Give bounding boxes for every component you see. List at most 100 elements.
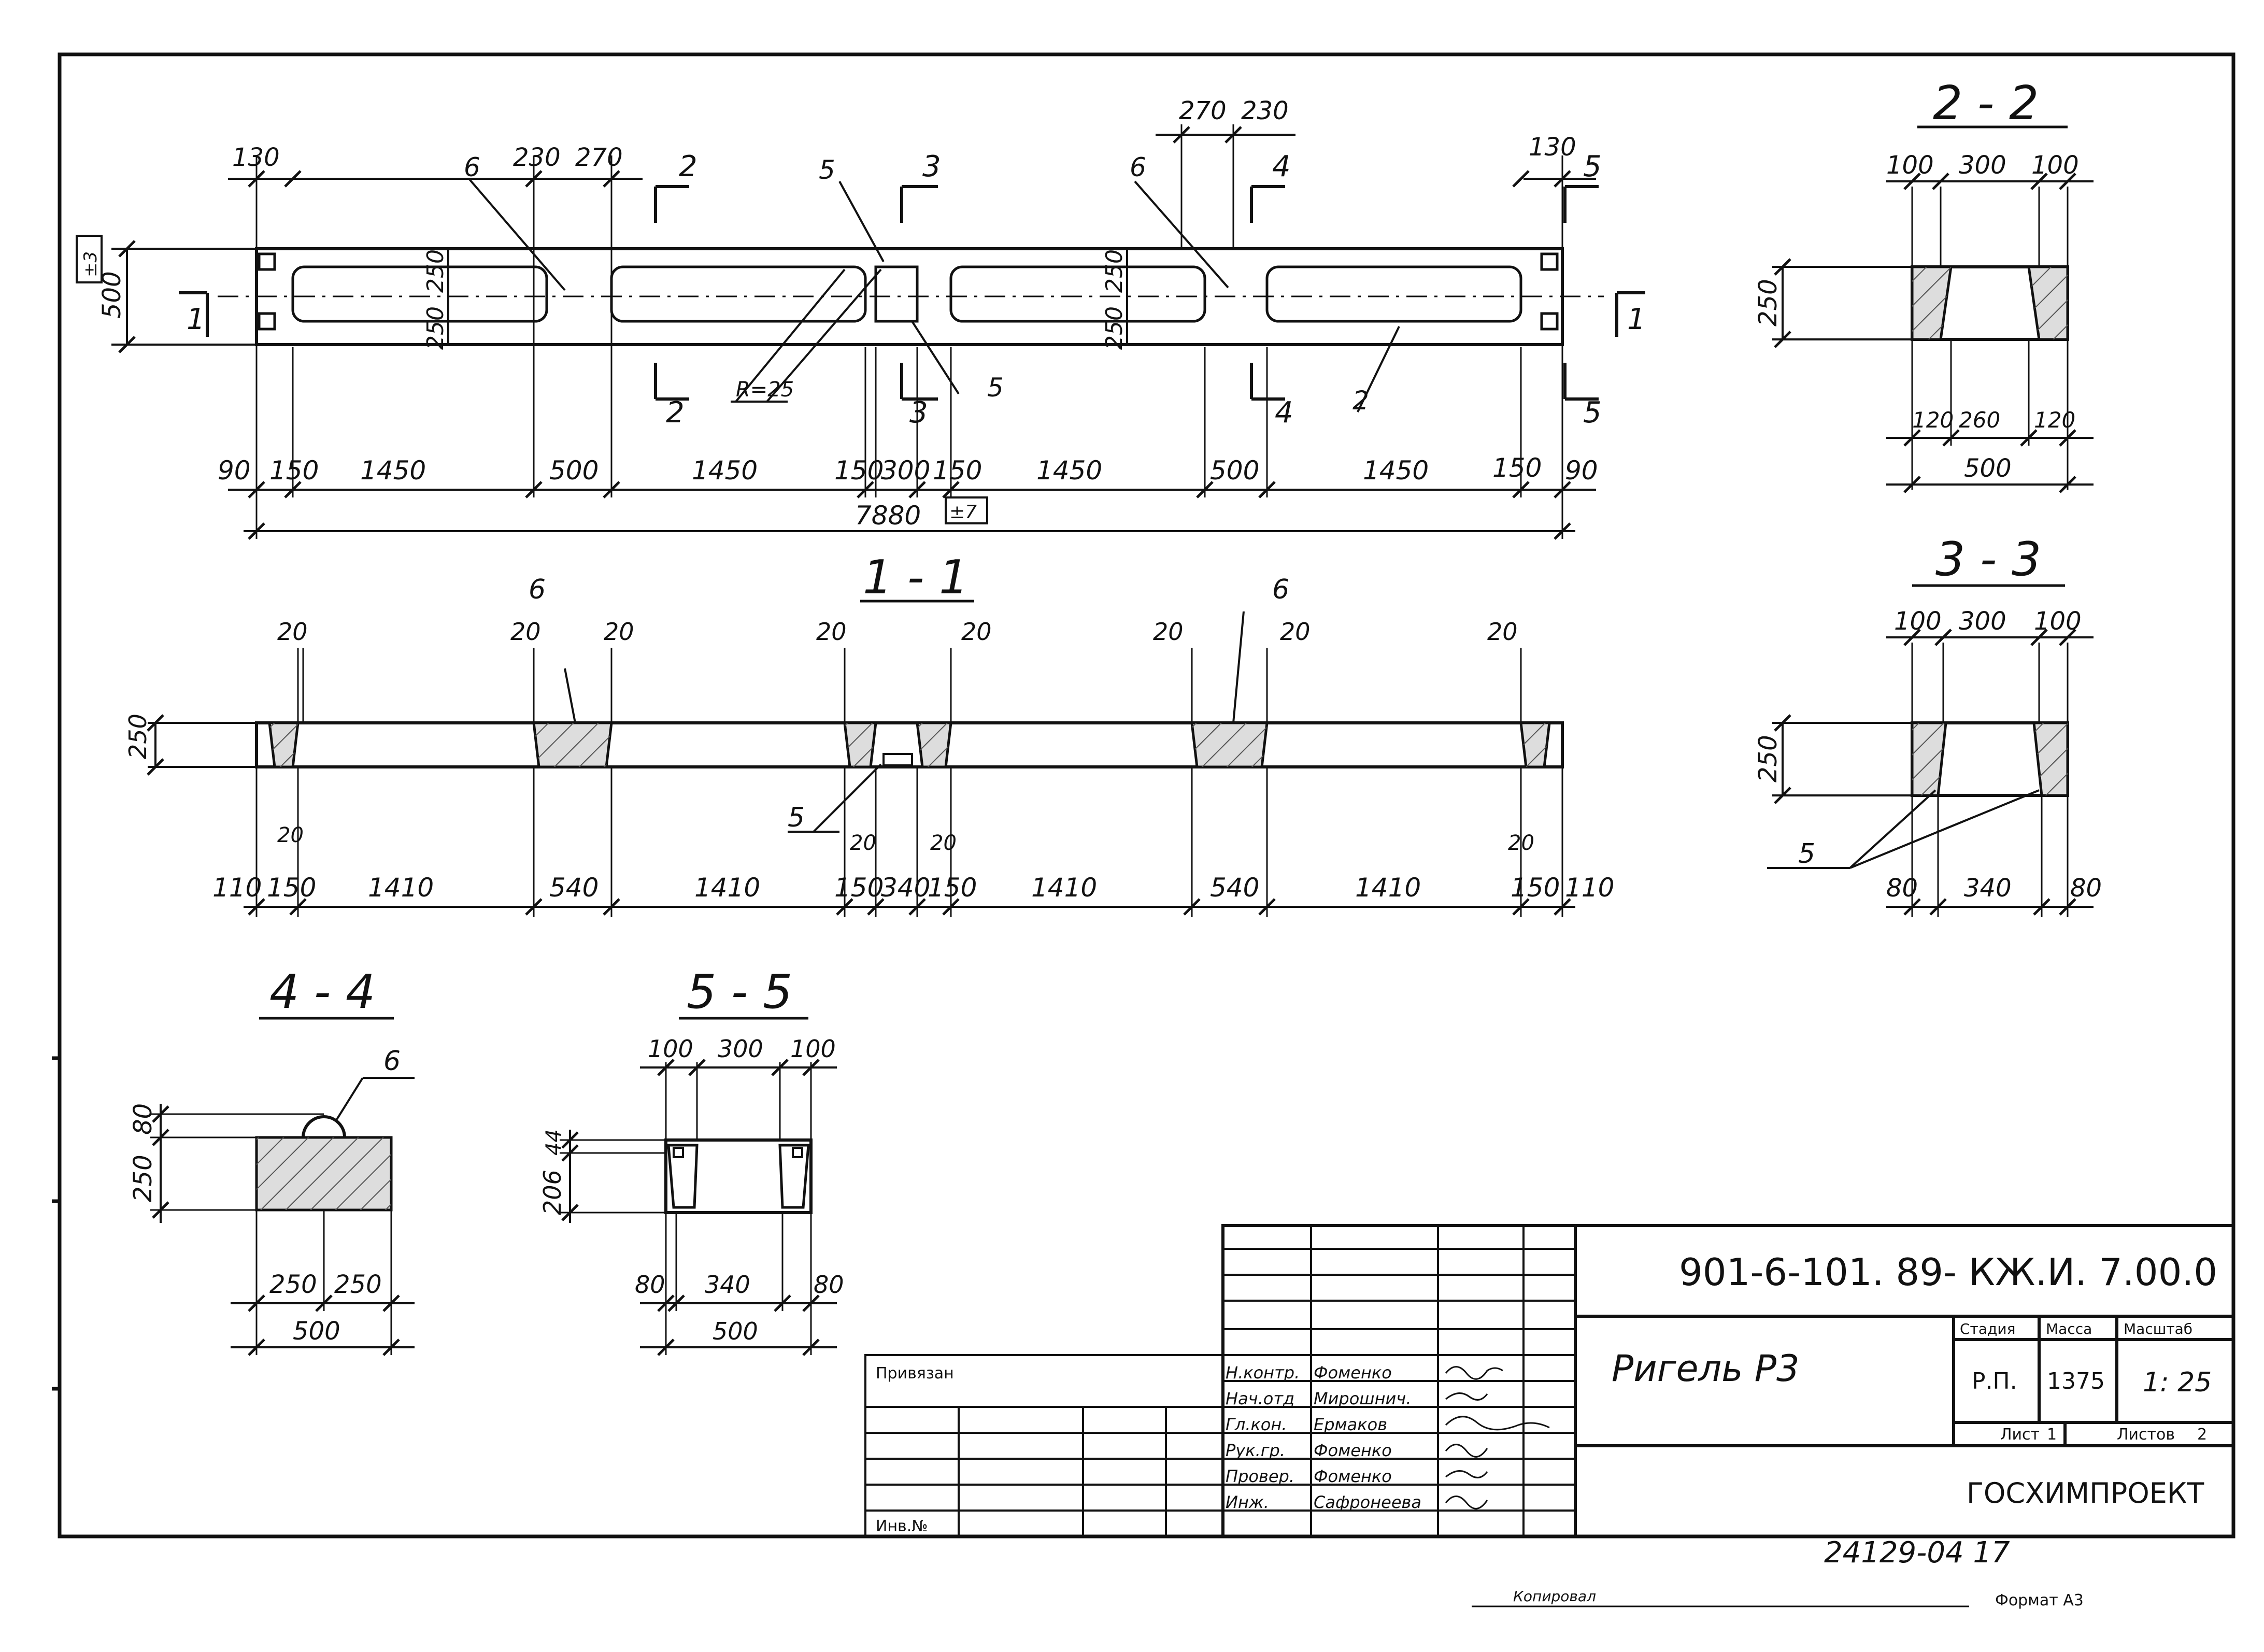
stamp-role-4: Провер. bbox=[1226, 1466, 1294, 1486]
section-2-2: 2 - 2 bbox=[1754, 76, 2094, 493]
stamp-roles: Н.контр. Нач.отд Гл.кон. Рук.гр. Провер.… bbox=[1226, 1363, 1300, 1512]
s11-top-5: 20 bbox=[1153, 618, 1184, 646]
leader-6-right: 6 bbox=[1130, 152, 1146, 182]
s55-h-44: 44 bbox=[542, 1129, 566, 1156]
stamp-names: Фоменко Мирошнич. Ермаков Фоменко Фоменк… bbox=[1314, 1363, 1421, 1512]
cut-1-left: 1 bbox=[187, 303, 205, 336]
leader-5-top: 5 bbox=[819, 155, 835, 185]
inv-no-label: Инв.№ bbox=[876, 1517, 928, 1535]
dim-130-right: 130 bbox=[1529, 133, 1576, 162]
pdim-4: 1450 bbox=[692, 455, 758, 486]
s44-h-250: 250 bbox=[129, 1155, 158, 1202]
stamp-name-4: Фоменко bbox=[1314, 1466, 1392, 1486]
s44-bot-1: 250 bbox=[334, 1270, 382, 1299]
pdim-2: 1450 bbox=[360, 455, 426, 486]
cut-5-bottom: 5 bbox=[1583, 396, 1602, 430]
stage-header: Стадия bbox=[1960, 1320, 2015, 1337]
stamp-name-5: Сафронеева bbox=[1314, 1492, 1421, 1512]
s11-small-0: 20 bbox=[277, 823, 304, 847]
mass-value: 1375 bbox=[2047, 1368, 2105, 1394]
s11-top-6: 20 bbox=[1280, 618, 1311, 646]
s33-top-1: 300 bbox=[1959, 607, 2006, 636]
stamp-name-2: Ермаков bbox=[1314, 1415, 1387, 1434]
s11-b-9: 540 bbox=[1210, 873, 1259, 903]
stage-value: Р.П. bbox=[1972, 1368, 2017, 1394]
s33-height: 250 bbox=[1754, 735, 1783, 782]
plan-total: 7880 bbox=[855, 501, 921, 531]
s11-top-4: 20 bbox=[961, 618, 992, 646]
s55-bot-1: 340 bbox=[705, 1271, 750, 1299]
s11-small-1: 20 bbox=[850, 831, 876, 855]
s11-b-10: 1410 bbox=[1355, 873, 1421, 903]
cut-3-bottom: 3 bbox=[909, 396, 928, 430]
stamp-role-0: Н.контр. bbox=[1226, 1363, 1300, 1383]
pdim-9: 500 bbox=[1210, 455, 1259, 486]
s11-b-12: 110 bbox=[1565, 873, 1614, 903]
beam-plan-view bbox=[76, 124, 1645, 540]
dim-130-left: 130 bbox=[232, 143, 280, 172]
s11-leader-5: 5 bbox=[788, 802, 805, 833]
stamp-name-3: Фоменко bbox=[1314, 1441, 1392, 1460]
section-3-3-title: 3 - 3 bbox=[1935, 532, 2041, 587]
s11-b-0: 110 bbox=[212, 873, 262, 903]
organization: ГОСХИМПРОЕКТ bbox=[1967, 1477, 2204, 1509]
cut-1-right: 1 bbox=[1627, 303, 1646, 336]
dim-230-right: 230 bbox=[1241, 96, 1289, 125]
s22-bot-1: 260 bbox=[1959, 407, 2000, 433]
plan-total-tol: ±7 bbox=[949, 502, 977, 523]
dim-270-right: 270 bbox=[1179, 96, 1227, 125]
plan-radius: R=25 bbox=[736, 378, 794, 402]
s55-bot-0: 80 bbox=[635, 1271, 665, 1299]
section-4-4: 4 - 4 80 bbox=[129, 965, 415, 1356]
privyazan-label: Привязан bbox=[876, 1364, 954, 1383]
cut-5-top: 5 bbox=[1583, 150, 1602, 183]
s11-leader-6-left: 6 bbox=[529, 574, 546, 605]
s33-top-0: 100 bbox=[1894, 607, 1942, 636]
plan-bottom-dims: 90 150 1450 500 1450 150 300 150 1450 50… bbox=[218, 453, 1598, 531]
pdim-6: 300 bbox=[881, 455, 930, 486]
s55-bot-2: 80 bbox=[814, 1271, 844, 1299]
sheets-label: Листов bbox=[2117, 1426, 2175, 1444]
sheet-number: 1 bbox=[2047, 1426, 2057, 1444]
s11-b-6: 340 bbox=[881, 873, 930, 903]
s33-leader-5: 5 bbox=[1798, 838, 1815, 870]
s11-b-4: 1410 bbox=[694, 873, 760, 903]
stamp-role-1: Нач.отд bbox=[1226, 1389, 1294, 1408]
pdim-3: 500 bbox=[549, 455, 599, 486]
pdim-7: 150 bbox=[933, 455, 982, 486]
sheet-label: Лист bbox=[2000, 1426, 2040, 1444]
leader-6-left: 6 bbox=[464, 152, 480, 182]
s33-bot-0: 80 bbox=[1886, 874, 1918, 903]
s22-top-2: 100 bbox=[2031, 151, 2079, 180]
leader-5-bottom: 5 bbox=[987, 373, 1004, 403]
scale-value: 1: 25 bbox=[2143, 1367, 2212, 1398]
sheets-number: 2 bbox=[2197, 1426, 2207, 1444]
dim-270-left: 270 bbox=[575, 143, 623, 172]
plan-height-tol: ±3 bbox=[80, 251, 101, 277]
s22-bot-2: 120 bbox=[2034, 407, 2075, 433]
s11-height: 250 bbox=[124, 714, 152, 759]
stamp-role-2: Гл.кон. bbox=[1226, 1415, 1287, 1434]
s55-top-0: 100 bbox=[648, 1035, 693, 1063]
pdim-0: 90 bbox=[218, 455, 251, 486]
s44-bot-0: 250 bbox=[269, 1270, 317, 1299]
s11-leader-6-right: 6 bbox=[1272, 574, 1289, 605]
s11-top-0: 20 bbox=[277, 618, 308, 646]
plan-cut-labels: 1 1 2 2 3 3 4 4 5 5 bbox=[187, 150, 1646, 430]
archive-number: 24129-04 17 bbox=[1824, 1536, 2010, 1570]
leader-2: 2 bbox=[1352, 386, 1369, 416]
plan-side-dims: 500 ±3 250 250 250 250 R=25 bbox=[80, 249, 1128, 402]
s11-small-3: 20 bbox=[1508, 831, 1534, 855]
s11-b-5: 150 bbox=[834, 873, 884, 903]
plan-half-bottom-left: 250 bbox=[422, 306, 449, 350]
s11-b-7: 150 bbox=[928, 873, 977, 903]
s22-bot-0: 120 bbox=[1912, 407, 1954, 433]
plan-top-dims: 130 230 270 270 230 130 bbox=[232, 96, 1576, 172]
plan-half-bottom-right: 250 bbox=[1101, 306, 1128, 350]
drawing-title: Ригель Р3 bbox=[1612, 1347, 1800, 1390]
section-5-5-title: 5 - 5 bbox=[687, 965, 792, 1019]
s55-top-1: 300 bbox=[718, 1035, 763, 1063]
section-1-1-title: 1 - 1 bbox=[863, 550, 969, 605]
signatures bbox=[1445, 1366, 1550, 1509]
